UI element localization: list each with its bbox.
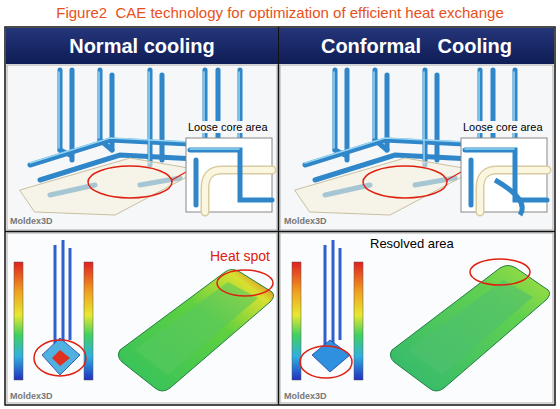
watermark: Moldex3D: [10, 216, 53, 226]
callout-label: Loose core area: [186, 121, 270, 133]
watermark: Moldex3D: [284, 391, 327, 401]
watermark: Moldex3D: [284, 216, 327, 226]
header-cell: Conformal Cooling: [279, 28, 554, 64]
header-cell: Normal cooling: [6, 28, 278, 64]
callout-label: Resolved area: [368, 236, 456, 251]
header-text: Conformal Cooling: [321, 35, 512, 58]
figure-title: Figure2 CAE technology for optimization …: [0, 4, 560, 21]
callout-label: Heat spot: [208, 248, 272, 264]
callout-label: Loose core area: [461, 121, 545, 133]
watermark: Moldex3D: [10, 391, 53, 401]
header-text: Normal cooling: [69, 35, 215, 58]
